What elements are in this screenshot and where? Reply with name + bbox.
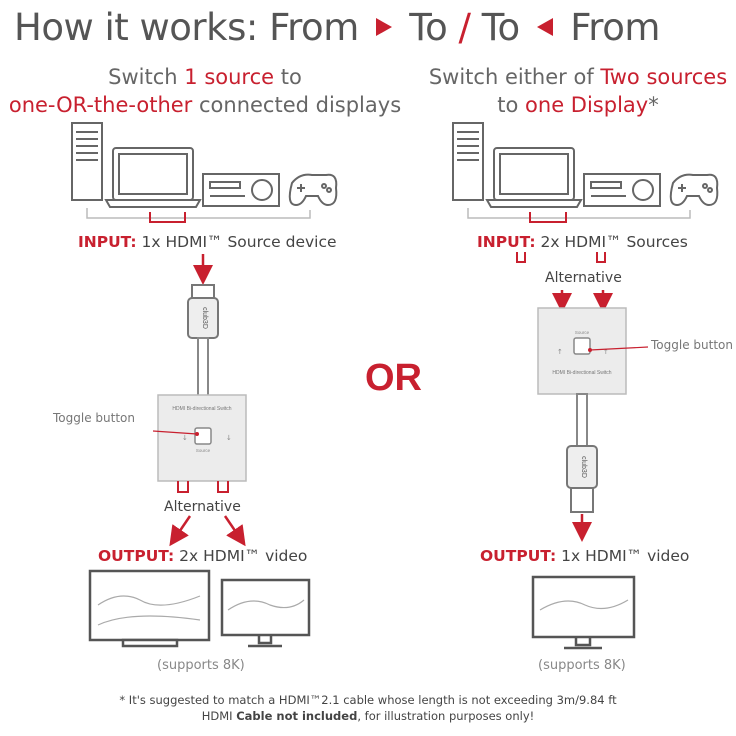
title-from-2: From xyxy=(570,6,660,49)
left-supports-label: (supports 8K) xyxy=(157,658,245,673)
right-input-label: INPUT: 2x HDMI™ Sources xyxy=(477,233,688,251)
footnote-part: , for illustration purposes only! xyxy=(357,709,535,723)
left-monitor-display-icon xyxy=(220,578,311,648)
right-input-text: 2x HDMI™ Sources xyxy=(535,233,688,251)
footnote: * It's suggested to match a HDMI™2.1 cab… xyxy=(0,692,736,724)
arrow-left-icon xyxy=(536,17,553,36)
left-output-key: OUTPUT: xyxy=(98,547,175,565)
left-sub-highlight: 1 source xyxy=(184,65,275,89)
left-pc-tower-icon xyxy=(71,122,103,201)
left-alternative-label: Alternative xyxy=(164,499,241,515)
right-switch-box: Source HDMI Bi-directional Switch ↑ ↑ xyxy=(537,307,627,395)
footnote-bold: Cable not included xyxy=(236,709,358,723)
left-receiver-icon xyxy=(202,173,280,207)
right-switch-label: HDMI Bi-directional Switch xyxy=(552,370,611,376)
right-alternative-label: Alternative xyxy=(545,270,622,286)
arrow-right-icon xyxy=(376,17,393,36)
right-receiver-icon xyxy=(583,173,661,207)
right-sub-asterisk: * xyxy=(648,93,659,117)
left-gamepad-icon xyxy=(288,173,338,207)
left-laptop-icon xyxy=(104,147,202,208)
svg-text:↓: ↓ xyxy=(226,434,232,442)
right-plug-logo: club3D xyxy=(580,456,587,478)
left-switch-label: HDMI Bi-directional Switch xyxy=(172,406,231,412)
left-switch-box: HDMI Bi-directional Switch Source ↓ ↓ xyxy=(157,394,247,482)
left-hdmi-plug-icon: club3D xyxy=(187,284,219,397)
right-gamepad-icon xyxy=(669,173,719,207)
left-toggle-label: Toggle button xyxy=(53,411,135,425)
right-toggle-label: Toggle button xyxy=(651,338,733,352)
left-input-text: 1x HDMI™ Source device xyxy=(136,233,337,251)
title-to-2: To xyxy=(481,6,520,49)
or-label: OR xyxy=(365,357,422,399)
svg-text:↑: ↑ xyxy=(557,348,563,356)
right-sub-highlight: one Display xyxy=(525,93,649,117)
left-sub-part: connected displays xyxy=(192,93,402,117)
right-output-text: 1x HDMI™ video xyxy=(556,547,690,565)
svg-text:↓: ↓ xyxy=(182,434,188,442)
left-subtitle: Switch 1 source to one-OR-the-other conn… xyxy=(0,63,410,119)
left-plug-logo: club3D xyxy=(201,307,208,329)
right-subtitle: Switch either of Two sources to one Disp… xyxy=(420,63,736,119)
left-output-label: OUTPUT: 2x HDMI™ video xyxy=(98,547,307,565)
right-supports-label: (supports 8K) xyxy=(538,658,626,673)
right-sub-highlight: Two sources xyxy=(600,65,728,89)
right-output-key: OUTPUT: xyxy=(480,547,557,565)
left-input-key: INPUT: xyxy=(78,233,137,251)
right-laptop-icon xyxy=(485,147,583,208)
title-from: How it works: From xyxy=(14,6,359,49)
title-to: To xyxy=(409,6,448,49)
right-input-key: INPUT: xyxy=(477,233,536,251)
left-input-label: INPUT: 1x HDMI™ Source device xyxy=(78,233,337,251)
page-title: How it works: From To / To From xyxy=(14,6,660,49)
left-tv-display-icon xyxy=(88,569,211,648)
footnote-line-1: * It's suggested to match a HDMI™2.1 cab… xyxy=(119,693,617,707)
left-sub-highlight: one-OR-the-other xyxy=(8,93,193,117)
footnote-line-2: HDMI Cable not included, for illustratio… xyxy=(0,708,736,724)
left-switch-sub: Source xyxy=(196,448,211,453)
right-sub-part: Switch either of xyxy=(428,65,601,89)
right-monitor-display-icon xyxy=(531,575,636,650)
right-output-label: OUTPUT: 1x HDMI™ video xyxy=(480,547,689,565)
left-sub-part: to xyxy=(274,65,302,89)
right-pc-tower-icon xyxy=(452,122,484,201)
title-slash: / xyxy=(458,6,471,49)
right-hdmi-plug-icon: club3D xyxy=(566,393,598,513)
left-sub-part: Switch xyxy=(108,65,185,89)
right-sub-part: to xyxy=(497,93,526,117)
footnote-part: HDMI xyxy=(201,709,237,723)
svg-text:↑: ↑ xyxy=(603,348,609,356)
left-output-text: 2x HDMI™ video xyxy=(174,547,308,565)
right-switch-sub: Source xyxy=(575,330,590,335)
